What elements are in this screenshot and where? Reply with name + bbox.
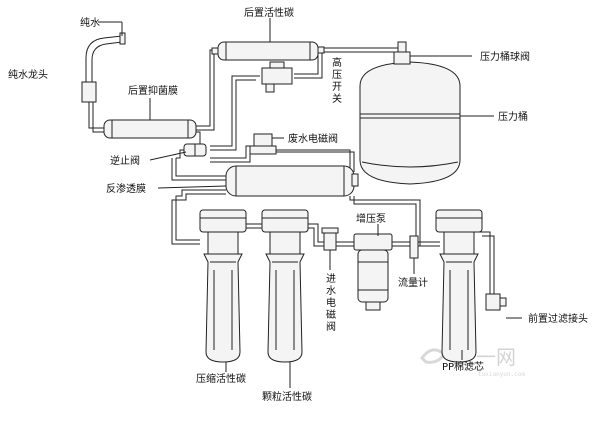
label-flow-meter: 流量计	[398, 276, 428, 289]
label-pressure-tank: 压力桶	[498, 110, 528, 123]
svg-text:压: 压	[332, 69, 342, 81]
label-booster-pump: 增压泵	[356, 212, 386, 225]
leader-lines	[98, 18, 522, 388]
pre-filter-joint	[478, 231, 507, 311]
label-waste-water-solenoid: 废水电磁阀	[288, 132, 338, 145]
svg-text:磁: 磁	[326, 308, 336, 321]
label-inlet-solenoid: 进 水 电 磁 阀	[326, 273, 336, 333]
svg-text:电: 电	[326, 296, 336, 309]
label-granular-carbon: 颗粒活性碳	[262, 390, 312, 403]
svg-text:关: 关	[332, 92, 342, 105]
granular-carbon-filter	[261, 209, 309, 363]
flow-meter	[409, 235, 419, 268]
label-high-pressure-switch: 高 压 开 关	[332, 56, 342, 105]
svg-text:进: 进	[326, 273, 336, 285]
label-pure-water: 纯水	[80, 16, 100, 29]
label-compressed-carbon: 压缩活性碳	[196, 372, 246, 385]
pressure-tank	[359, 41, 461, 185]
high-pressure-switch	[261, 61, 293, 93]
svg-text:阀: 阀	[326, 320, 336, 333]
ro-membrane	[225, 165, 359, 197]
label-ro-membrane: 反渗透膜	[106, 182, 146, 195]
svg-text:水: 水	[326, 285, 336, 297]
watermark-url: tuxiaoyun.com	[478, 371, 525, 378]
label-pp-cotton-filter: PP棉滤芯	[442, 360, 484, 373]
label-check-valve: 逆止阀	[110, 154, 140, 167]
inlet-solenoid-valve	[321, 227, 339, 251]
booster-pump	[353, 233, 393, 311]
svg-text:高: 高	[332, 56, 342, 69]
label-tank-ball-valve: 压力桶球阀	[480, 50, 530, 63]
check-valve	[183, 143, 207, 157]
label-pre-filter-joint: 前置过滤接头	[528, 312, 588, 325]
post-activated-carbon	[211, 41, 325, 61]
svg-text:开: 开	[332, 82, 342, 93]
compressed-carbon-filter	[199, 209, 247, 363]
pure-water-faucet	[81, 32, 126, 126]
pp-cotton-filter	[435, 209, 483, 363]
waste-water-solenoid-valve	[249, 133, 277, 155]
label-pure-water-faucet: 纯水龙头	[8, 68, 48, 81]
label-post-antibacterial-membrane: 后置抑菌膜	[128, 85, 178, 97]
label-post-activated-carbon: 后置活性碳	[244, 6, 294, 19]
post-antibacterial-membrane	[103, 119, 197, 139]
